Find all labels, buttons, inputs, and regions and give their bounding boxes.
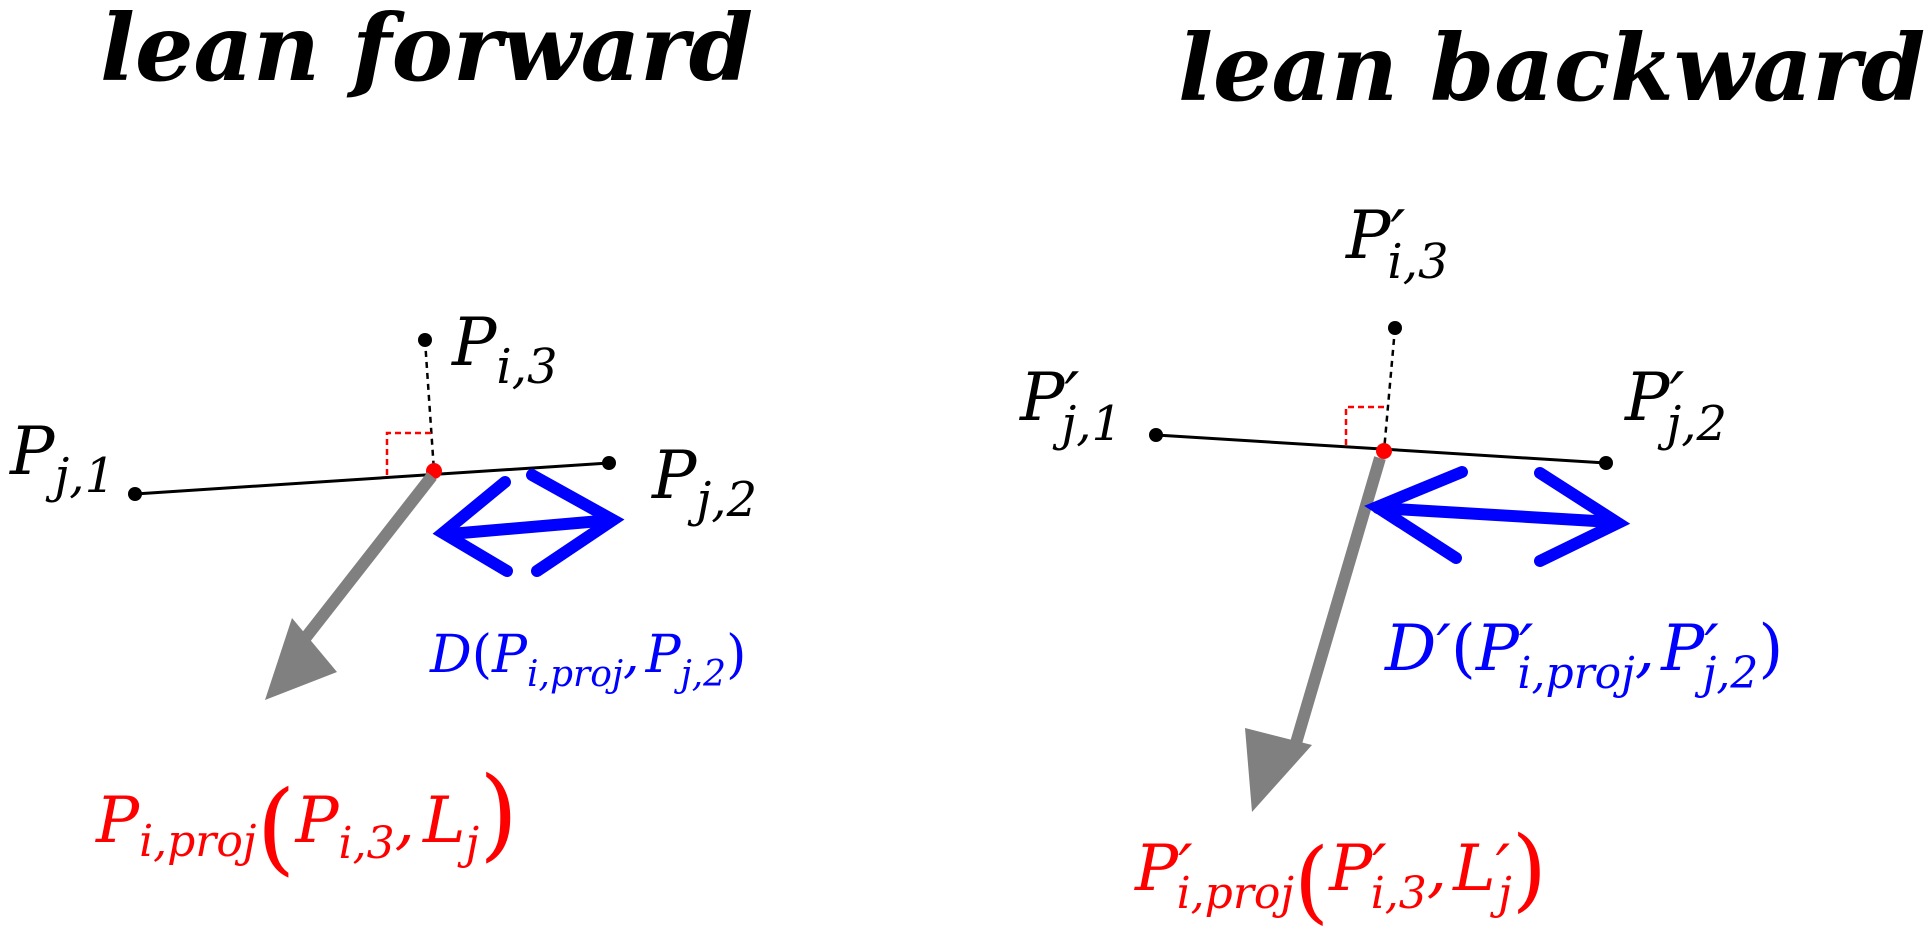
label-pj1-prime: P′j,1 — [1019, 359, 1122, 452]
point-pj2 — [602, 456, 616, 470]
panel-lean-forward: lean forward Pi,3 Pj,1 Pj,2 — [9, 0, 757, 886]
panel-lean-backward: lean backward P′i,3 P′j,1 P′j,2 — [1019, 14, 1925, 934]
label-distance-backward: D′(P′i,proj,P′j,2) — [1384, 612, 1783, 699]
distance-double-arrow-backward — [1364, 466, 1631, 567]
point-pi3-prime — [1388, 321, 1402, 335]
perpendicular-dashed-forward — [423, 339, 436, 472]
gray-arrow-head-backward — [1245, 728, 1312, 812]
line-lj-forward — [134, 461, 610, 496]
perpendicular-dashed-backward — [1382, 327, 1397, 452]
label-projection-backward: P′i,proj(P′i,3,L′j) — [1134, 817, 1547, 934]
label-pj2: Pj,2 — [651, 437, 757, 528]
gray-arrow-shaft-backward — [1285, 456, 1386, 762]
point-pj2-prime — [1599, 456, 1613, 470]
label-pi3: Pi,3 — [451, 304, 558, 395]
point-pj1 — [128, 487, 142, 501]
gray-arrow-shaft-forward — [291, 472, 437, 654]
right-angle-marker-backward — [1344, 405, 1387, 445]
label-pj2-prime: P′j,2 — [1624, 359, 1727, 452]
label-pj1: Pj,1 — [9, 413, 115, 504]
label-projection-forward: Pi,proj(Pi,3,Lj) — [95, 755, 518, 886]
point-pj1-prime — [1149, 428, 1163, 442]
title-lean-backward: lean backward — [1178, 14, 1925, 122]
distance-double-arrow-forward — [432, 469, 625, 577]
right-angle-marker-forward — [385, 431, 431, 475]
point-pi3 — [418, 333, 432, 347]
title-lean-forward: lean forward — [100, 0, 753, 102]
gray-arrow-head-forward — [265, 618, 337, 700]
label-pi3-prime: P′i,3 — [1345, 197, 1449, 290]
point-pi-proj-prime — [1376, 443, 1392, 459]
label-distance-forward: D(Pi,proj,Pj,2) — [429, 625, 746, 695]
